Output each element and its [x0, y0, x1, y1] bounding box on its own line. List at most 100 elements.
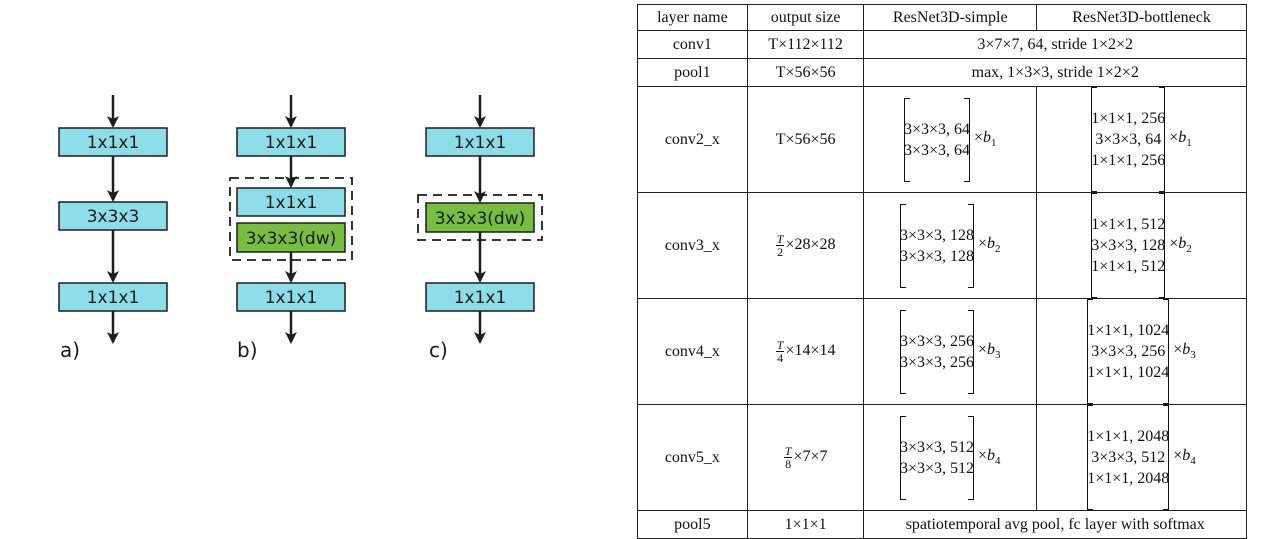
cell-bottleneck-block: 1×1×1, 2048 3×3×3, 512 1×1×1, 2048 ×b4 — [1036, 404, 1247, 511]
panel-a: 1x1x1 3x3x3 1x1x1 a) — [58, 95, 168, 362]
cell-layer-name: conv1 — [637, 30, 748, 59]
block-c-top — [425, 127, 535, 157]
block-line: 3×3×3, 512 — [899, 438, 974, 456]
block-line: 3×3×3, 64 — [1095, 131, 1162, 148]
header-layer-name: layer name — [637, 4, 748, 31]
block-b-top-label: 1x1x1 — [265, 133, 318, 153]
table-row-conv2: conv2_x T×56×56 3×3×3, 64 3×3×3, 64 ×b1 … — [637, 86, 1247, 193]
block-line: 3×3×3, 64 — [903, 120, 970, 138]
block-line: 1×1×1, 1024 — [1087, 364, 1170, 381]
block-b-inner-bottom — [236, 222, 346, 253]
cell-spec: 3×7×7, 64, stride 1×2×2 — [863, 30, 1247, 59]
table-row-conv1: conv1 T×112×112 3×7×7, 64, stride 1×2×2 — [637, 30, 1247, 59]
repeat-multiplier: ×b2 — [978, 235, 1001, 256]
panel-b: 1x1x1 1x1x1 3x3x3(dw) 1x1x1 b) — [229, 95, 353, 362]
cell-output-size: 1×1×1 — [746, 510, 865, 539]
block-b-top — [236, 127, 346, 157]
matrix-bracket: 3×3×3, 256 3×3×3, 256 — [899, 309, 975, 394]
block-c-bottom-label: 1x1x1 — [454, 288, 507, 308]
block-line: 3×3×3, 128 — [1091, 237, 1166, 254]
block-line: 3×3×3, 128 — [899, 226, 974, 244]
block-line: 1×1×1, 512 — [1091, 216, 1166, 233]
matrix-bracket: 3×3×3, 64 3×3×3, 64 — [903, 97, 971, 182]
repeat-multiplier: ×b4 — [978, 447, 1001, 468]
matrix-bracket: 1×1×1, 2048 3×3×3, 512 1×1×1, 2048 — [1087, 405, 1170, 510]
cell-layer-name: conv5_x — [637, 404, 748, 511]
block-diagrams: 1x1x1 3x3x3 1x1x1 a) 1x1x1 1x1x1 3x3x3(d… — [0, 0, 600, 450]
cell-layer-name: conv4_x — [637, 298, 748, 405]
header-resnet3d-simple: ResNet3D-simple — [863, 4, 1038, 31]
cell-bottleneck-block: 1×1×1, 512 3×3×3, 128 1×1×1, 512 ×b2 — [1036, 192, 1247, 299]
architecture-table-container: layer name output size ResNet3D-simple R… — [637, 4, 1247, 539]
repeat-multiplier: ×b3 — [1173, 341, 1196, 362]
repeat-multiplier: ×b1 — [974, 129, 997, 150]
cell-spec: spatiotemporal avg pool, fc layer with s… — [863, 510, 1247, 539]
cell-spec: max, 1×3×3, stride 1×2×2 — [863, 58, 1247, 87]
cell-layer-name: pool1 — [637, 58, 748, 87]
header-output-size: output size — [746, 4, 865, 31]
block-line: 3×3×3, 128 — [899, 247, 974, 265]
block-c-bottom — [425, 282, 535, 312]
panel-c: 1x1x1 3x3x3(dw) 1x1x1 c) — [417, 95, 543, 362]
cell-layer-name: conv2_x — [637, 86, 748, 193]
matrix-bracket: 1×1×1, 1024 3×3×3, 256 1×1×1, 1024 — [1087, 299, 1170, 404]
cell-layer-name: conv3_x — [637, 192, 748, 299]
cell-layer-name: pool5 — [637, 510, 748, 539]
block-c-middle-label: 3x3x3(dw) — [435, 209, 526, 229]
matrix-bracket: 3×3×3, 512 3×3×3, 512 — [899, 415, 975, 500]
block-a-middle-label: 3x3x3 — [87, 207, 140, 227]
block-line: 3×3×3, 256 — [899, 332, 974, 350]
matrix-bracket: 1×1×1, 256 3×3×3, 64 1×1×1, 256 — [1091, 87, 1166, 192]
cell-bottleneck-block: 1×1×1, 1024 3×3×3, 256 1×1×1, 1024 ×b3 — [1036, 298, 1247, 405]
repeat-multiplier: ×b2 — [1169, 235, 1192, 256]
block-line: 3×3×3, 64 — [903, 141, 970, 159]
architecture-table: layer name output size ResNet3D-simple R… — [637, 4, 1247, 539]
block-b-inner-top-label: 1x1x1 — [265, 193, 318, 213]
matrix-bracket: 1×1×1, 512 3×3×3, 128 1×1×1, 512 — [1091, 193, 1166, 298]
table-row-pool1: pool1 T×56×56 max, 1×3×3, stride 1×2×2 — [637, 58, 1247, 87]
block-line: 3×3×3, 256 — [899, 353, 974, 371]
repeat-multiplier: ×b1 — [1169, 129, 1192, 150]
cell-simple-block: 3×3×3, 128 3×3×3, 128 ×b2 — [863, 192, 1038, 299]
cell-output-size: T×56×56 — [746, 58, 865, 87]
matrix-bracket: 3×3×3, 128 3×3×3, 128 — [899, 203, 975, 288]
repeat-multiplier: ×b4 — [1173, 447, 1196, 468]
table-header-row: layer name output size ResNet3D-simple R… — [637, 4, 1247, 31]
block-a-bottom-label: 1x1x1 — [87, 288, 140, 308]
block-line: 1×1×1, 1024 — [1087, 322, 1170, 339]
block-a-top-label: 1x1x1 — [87, 133, 140, 153]
block-line: 1×1×1, 512 — [1091, 258, 1166, 275]
block-line: 1×1×1, 2048 — [1087, 470, 1170, 487]
cell-simple-block: 3×3×3, 64 3×3×3, 64 ×b1 — [863, 86, 1038, 193]
block-line: 1×1×1, 2048 — [1087, 428, 1170, 445]
panel-c-label: c) — [429, 338, 448, 362]
cell-output-size: T×56×56 — [746, 86, 865, 193]
block-c-top-label: 1x1x1 — [454, 133, 507, 153]
header-resnet3d-bottleneck: ResNet3D-bottleneck — [1036, 4, 1247, 31]
block-b-inner-bottom-label: 3x3x3(dw) — [246, 229, 337, 249]
block-b-bottom-label: 1x1x1 — [265, 288, 318, 308]
block-line: 1×1×1, 256 — [1091, 110, 1166, 127]
cell-simple-block: 3×3×3, 512 3×3×3, 512 ×b4 — [863, 404, 1038, 511]
block-line: 3×3×3, 512 — [1091, 449, 1166, 466]
cell-output-size: T×112×112 — [746, 30, 865, 59]
block-b-inner-top — [236, 187, 346, 217]
cell-simple-block: 3×3×3, 256 3×3×3, 256 ×b3 — [863, 298, 1038, 405]
block-a-bottom — [58, 282, 168, 312]
table-row-pool5: pool5 1×1×1 spatiotemporal avg pool, fc … — [637, 510, 1247, 539]
block-a-middle — [58, 201, 168, 231]
panel-a-label: a) — [60, 338, 80, 362]
cell-bottleneck-block: 1×1×1, 256 3×3×3, 64 1×1×1, 256 ×b1 — [1036, 86, 1247, 193]
block-line: 3×3×3, 512 — [899, 459, 974, 477]
repeat-multiplier: ×b3 — [978, 341, 1001, 362]
panel-b-label: b) — [237, 338, 258, 362]
